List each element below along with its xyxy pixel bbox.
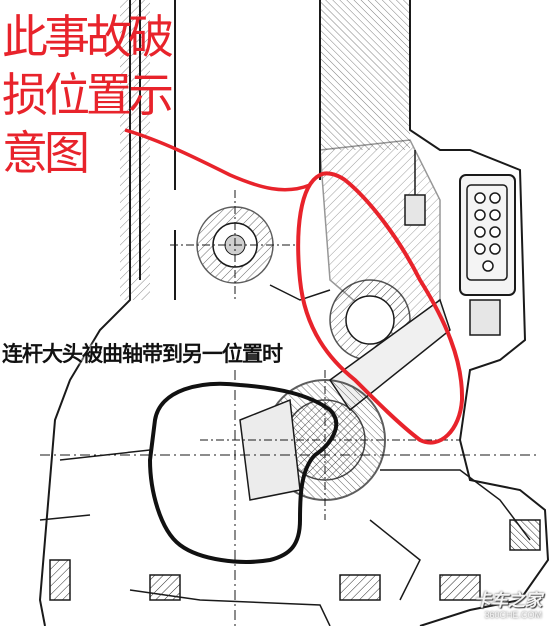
annotation-line-1: 此事故破 [2,10,174,64]
red-damage-outline [296,171,465,445]
right-bolt [404,150,501,336]
crankshaft-main [200,370,460,520]
black-rod-outline [147,381,339,564]
annotation-line-3: 意图 [2,126,90,180]
damage-location-annotation: 此事故破 损位置示 意图 [2,8,174,182]
connecting-rod-annotation: 连杆大头被曲轴带到另一位置时 [2,342,283,366]
watermark-sub-text: 360CHE.COM [484,610,542,620]
watermark-main-text: 卡车之家 [474,591,542,611]
camshaft [170,190,331,301]
cylinder-wall-right [320,0,410,150]
electrical-connector [459,174,516,296]
watermark-logo: 卡车之家 360CHE.COM [474,592,542,620]
connector-pins [474,192,501,272]
cylinder-wall-left [120,0,150,300]
lower-structure [39,449,541,627]
red-pointer-line [124,128,311,192]
annotation-line-2: 损位置示 [2,68,174,122]
